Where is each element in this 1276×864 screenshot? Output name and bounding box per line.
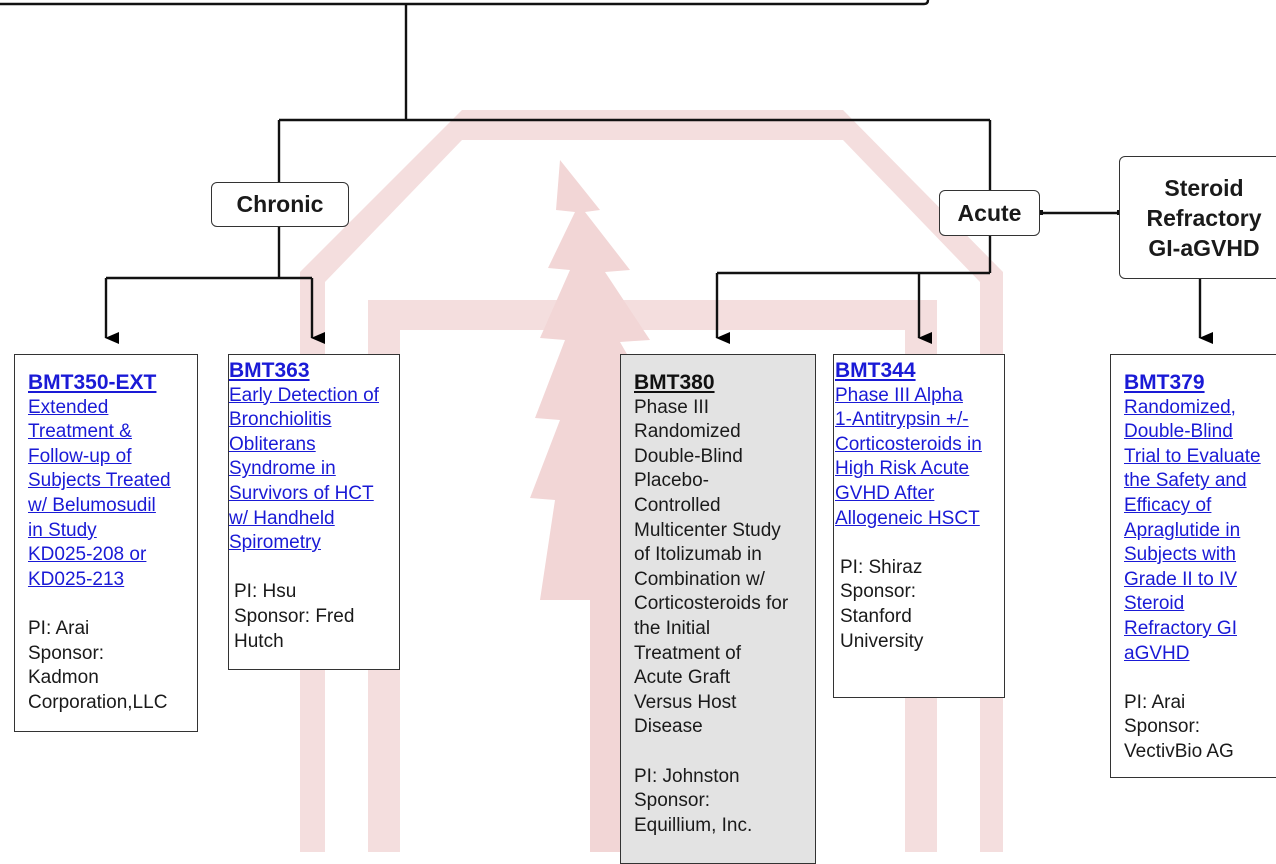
trial-link-bmt344[interactable]: BMT344 Phase III Alpha 1-Antitrypsin +/-…	[835, 359, 992, 531]
trial-sponsor: Sponsor:	[634, 790, 711, 812]
trial-card-bmt363: BMT363 Early Detection of Bronchiolitis …	[228, 354, 400, 670]
trial-card-bmt380: BMT380 Phase III Randomized Double-Blind…	[620, 354, 816, 864]
trial-pi: PI: Johnston	[634, 765, 740, 787]
trial-description: Early Detection of Bronchiolitis Obliter…	[229, 384, 379, 554]
trial-id: BMT350-EXT	[28, 371, 157, 394]
trial-pi: PI: Hsu	[234, 581, 297, 603]
trial-card-bmt350: BMT350-EXT Extended Treatment & Follow-u…	[14, 354, 198, 732]
chronic-label: Chronic	[236, 191, 324, 217]
acute-label: Acute	[957, 199, 1022, 226]
trial-pi: PI: Arai	[28, 617, 90, 639]
trial-pi: PI: Shiraz	[840, 556, 923, 578]
trial-description: Phase III Randomized Double-Blind Placeb…	[634, 396, 789, 738]
acute-category-box: Acute	[939, 190, 1040, 236]
trial-pi: PI: Arai	[1124, 691, 1186, 713]
trial-sponsor: Sponsor:	[840, 581, 917, 603]
trial-id: BMT379	[1124, 371, 1205, 394]
trial-sponsor: Sponsor:	[1124, 716, 1201, 738]
steroid-refractory-label: Steroid Refractory GI-aGVHD	[1146, 174, 1262, 261]
trial-id: BMT380	[634, 371, 715, 394]
trial-sponsor: Sponsor: Fred	[234, 605, 355, 627]
trial-id: BMT363	[229, 359, 310, 382]
trial-link-bmt379[interactable]: BMT379 Randomized, Double-Blind Trial to…	[1124, 371, 1276, 666]
trial-card-bmt344: BMT344 Phase III Alpha 1-Antitrypsin +/-…	[833, 354, 1005, 698]
steroid-refractory-category-box: Steroid Refractory GI-aGVHD	[1119, 156, 1276, 279]
trial-card-bmt379: BMT379 Randomized, Double-Blind Trial to…	[1110, 354, 1276, 778]
trial-description: Extended Treatment & Follow-up of Subjec…	[28, 396, 171, 590]
chronic-category-box: Chronic	[211, 182, 349, 227]
trial-link-bmt350[interactable]: BMT350-EXT Extended Treatment & Follow-u…	[28, 371, 185, 592]
trial-description: Phase III Alpha 1-Antitrypsin +/- Cortic…	[835, 384, 982, 529]
trial-sponsor: Sponsor:	[28, 642, 105, 664]
trial-description: Randomized, Double-Blind Trial to Evalua…	[1124, 396, 1261, 664]
trial-id: BMT344	[835, 359, 916, 382]
trial-link-bmt363[interactable]: BMT363 Early Detection of Bronchiolitis …	[229, 359, 387, 556]
